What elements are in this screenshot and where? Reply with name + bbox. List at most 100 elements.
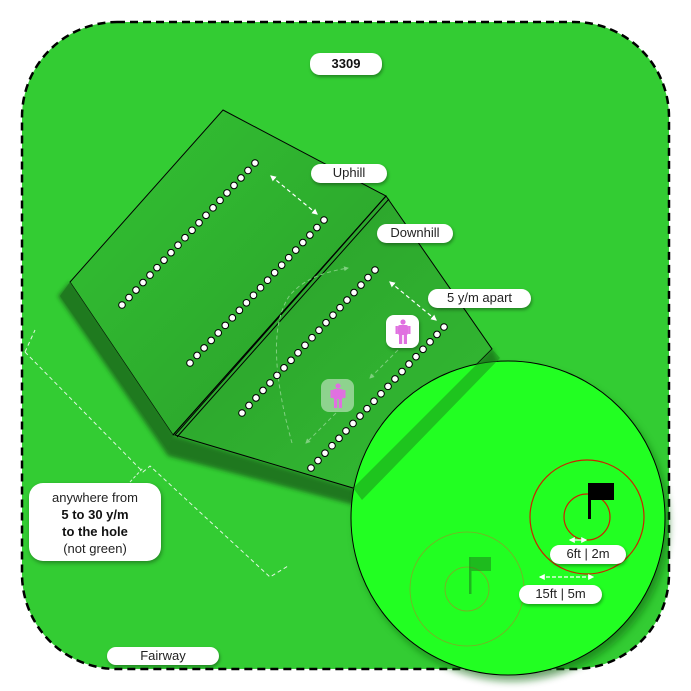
tee-dot: [342, 427, 350, 435]
tee-dot: [350, 288, 358, 297]
tee-dot: [132, 286, 140, 294]
tee-dot: [313, 223, 321, 232]
tee-dot: [188, 226, 196, 235]
tee-dot: [321, 449, 329, 457]
outer-ring-label: 15ft | 5m: [519, 585, 602, 604]
distance-note: anywhere from 5 to 30 y/m to the hole (n…: [29, 483, 161, 561]
tee-dot: [195, 218, 203, 227]
target-zone-outline: [24, 329, 289, 578]
ghost-player-tile: [321, 379, 354, 412]
person-icon: [330, 382, 345, 408]
tee-dot: [160, 256, 168, 264]
tee-dot: [291, 246, 300, 254]
player-tile: [386, 315, 419, 348]
tee-dot: [419, 345, 427, 354]
tee-dot: [329, 311, 337, 319]
tee-dot: [273, 371, 281, 380]
tee-dot: [153, 263, 161, 272]
tee-dot: [200, 344, 208, 352]
tee-dot: [391, 375, 399, 383]
tee-dot: [270, 268, 279, 277]
tee-dot: [202, 211, 210, 220]
tee-dot: [252, 394, 260, 402]
tee-dot: [259, 386, 267, 395]
person-icon: [395, 318, 410, 344]
tee-dot: [277, 261, 286, 269]
tee-dot: [335, 434, 343, 443]
tee-dot: [228, 314, 237, 322]
ridge-line: [172, 195, 387, 436]
spacing-label: 5 y/m apart: [428, 289, 531, 308]
tee-dot: [371, 266, 379, 274]
tee-dot: [118, 301, 126, 309]
tee-dot: [370, 397, 378, 406]
tee-dot: [314, 456, 322, 465]
tee-dot: [146, 271, 154, 279]
tee-dot: [245, 401, 253, 410]
tee-dot: [284, 253, 293, 262]
note-line-4: (not green): [63, 541, 127, 556]
putting-green: [350, 360, 666, 676]
tee-dot: [384, 382, 392, 391]
downhill-label: Downhill: [377, 224, 453, 243]
tee-dot: [139, 278, 147, 287]
tee-dot: [364, 273, 372, 282]
tee-dot: [363, 404, 371, 413]
tee-dot: [256, 283, 265, 292]
uphill-label: Uphill: [311, 164, 387, 183]
tee-dot: [237, 174, 245, 182]
tee-dot: [308, 333, 316, 342]
ghost-inner-ring: [444, 566, 490, 612]
tee-dot-rows: [118, 159, 448, 472]
spacing-arrow-uphill: [270, 175, 318, 215]
tee-dot: [230, 181, 238, 190]
flag-icon: [588, 483, 614, 519]
tee-dot: [377, 389, 385, 398]
tee-dot: [167, 248, 175, 257]
note-line-3: to the hole: [62, 524, 128, 539]
tee-dot: [207, 336, 215, 345]
tee-dot: [336, 303, 344, 312]
tee-dot: [412, 352, 420, 361]
tee-dot: [440, 323, 448, 331]
tee-dot: [214, 329, 223, 337]
tee-dot: [193, 351, 201, 360]
tee-dot: [320, 216, 328, 224]
tee-dot: [280, 364, 288, 372]
tee-dot: [242, 298, 251, 307]
tee-dot: [433, 330, 441, 339]
tee-dot: [209, 204, 217, 212]
tee-dot: [356, 412, 364, 420]
tee-dot: [251, 159, 259, 167]
tee-dot: [263, 276, 272, 285]
tee-dot: [221, 321, 230, 330]
fairway-label: Fairway: [107, 647, 219, 665]
tee-dot: [349, 419, 357, 428]
tee-dot: [405, 360, 413, 368]
tee-dot: [306, 231, 314, 239]
tee-dot: [266, 379, 274, 387]
tee-dot: [287, 356, 295, 365]
tee-dot: [301, 341, 309, 350]
tee-dot: [307, 464, 315, 472]
inner-ring-label: 6ft | 2m: [550, 545, 626, 564]
tee-dot: [426, 338, 434, 346]
tee-dot: [223, 189, 231, 197]
tee-dot: [174, 241, 182, 250]
tee-dot: [181, 233, 189, 242]
tee-dot: [238, 409, 246, 417]
tee-dot: [398, 367, 406, 376]
tee-dot: [328, 441, 336, 450]
note-line-2: 5 to 30 y/m: [61, 507, 129, 522]
note-line-1: anywhere from: [52, 490, 138, 505]
tee-dot: [299, 238, 307, 247]
tee-dot: [125, 293, 133, 302]
tee-dot: [357, 281, 365, 289]
tee-dot: [315, 326, 323, 335]
tee-dot: [294, 348, 302, 357]
tee-dot: [322, 318, 330, 327]
tee-dot: [235, 306, 244, 315]
ghost-flag-icon: [469, 557, 491, 594]
tee-dot: [216, 196, 224, 205]
movement-path: [275, 266, 349, 444]
